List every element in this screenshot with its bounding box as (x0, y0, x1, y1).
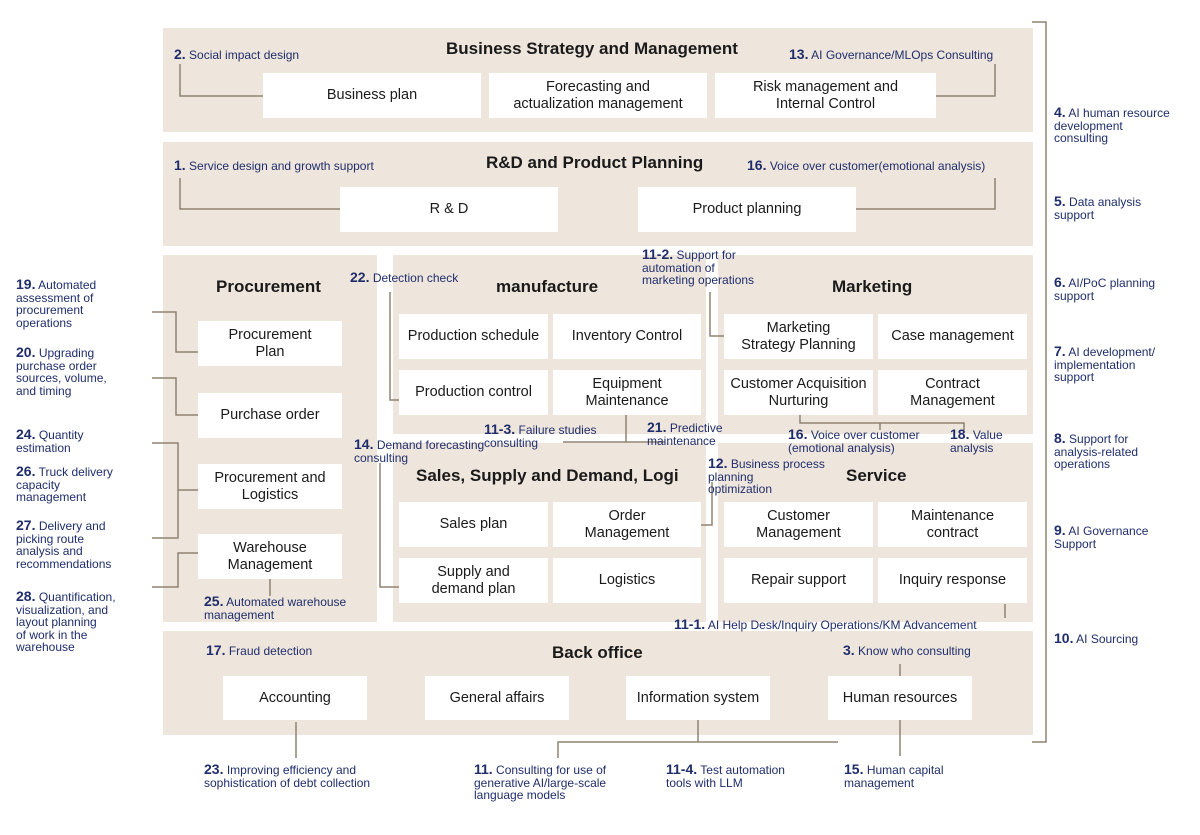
label-17: 17. Fraud detection (206, 642, 313, 658)
panel-title-rnd: R&D and Product Planning (486, 153, 704, 172)
label-16-marketing: 16. Voice over customer (emotional analy… (788, 426, 920, 455)
box-repair-support: Repair support (724, 558, 873, 603)
box-production-schedule: Production schedule (399, 314, 548, 359)
label-2: 2. Social impact design (174, 46, 300, 62)
label-5: 5. Data analysis support (1054, 193, 1142, 222)
label-13: 13. AI Governance/MLOps Consulting (789, 46, 994, 62)
label-4: 4. AI human resource development consult… (1054, 104, 1170, 145)
box-product-planning: Product planning (638, 187, 856, 232)
box-general-affairs: General affairs (425, 676, 569, 720)
label-25: 25. Automated warehouse management (204, 593, 347, 622)
box-human-resources: Human resources (828, 676, 972, 720)
box-case-management: Case management (878, 314, 1027, 359)
box-procurement-plan: Procurement Plan (198, 321, 342, 366)
box-procurement-logistics: Procurement and Logistics (198, 464, 342, 509)
box-information-system: Information system (626, 676, 770, 720)
label-11-2: 11-2. Support for automation of marketin… (642, 246, 755, 287)
box-customer-acquisition: Customer Acquisition Nurturing (724, 370, 873, 415)
box-contract-management: Contract Management (878, 370, 1027, 415)
box-maintenance-contract: Maintenance contract (878, 502, 1027, 547)
label-11-3: 11-3. Failure studies consulting (484, 421, 597, 450)
label-14: 14. Demand forecasting consulting (354, 436, 485, 465)
label-26: 26. Truck delivery capacity management (16, 463, 113, 504)
box-logistics: Logistics (553, 558, 701, 603)
box-supply-demand-plan: Supply and demand plan (399, 558, 548, 603)
label-23: 23. Improving efficiency and sophisticat… (204, 761, 371, 790)
box-purchase-order: Purchase order (198, 393, 342, 438)
label-3: 3. Know who consulting (843, 642, 971, 658)
box-forecasting: Forecasting and actualization management (489, 73, 707, 118)
label-9: 9. AI Governance Support (1054, 522, 1149, 551)
panel-title-manufacture: manufacture (496, 277, 599, 296)
box-inventory-control: Inventory Control (553, 314, 701, 359)
box-rnd: R & D (340, 187, 558, 232)
box-risk-management: Risk management and Internal Control (715, 73, 936, 118)
label-10: 10. AI Sourcing (1054, 630, 1139, 646)
label-11-1: 11-1. AI Help Desk/Inquiry Operations/KM… (674, 616, 977, 632)
panel-title-business-strategy: Business Strategy and Management (446, 39, 738, 58)
label-21: 21. Predictive maintenance (647, 419, 723, 448)
box-order-management: Order Management (553, 502, 701, 547)
label-18: 18. Value analysis (950, 426, 1003, 455)
box-customer-management: Customer Management (724, 502, 873, 547)
box-inquiry-response: Inquiry response (878, 558, 1027, 603)
label-22: 22. Detection check (350, 269, 459, 285)
box-sales-plan: Sales plan (399, 502, 548, 547)
box-accounting: Accounting (223, 676, 367, 720)
panel-title-back-office: Back office (552, 643, 643, 662)
box-marketing-strategy: Marketing Strategy Planning (724, 314, 873, 359)
label-7: 7. AI development/ implementation suppor… (1054, 343, 1156, 384)
label-16-rnd: 16. Voice over customer(emotional analys… (747, 157, 986, 173)
label-11-4: 11-4. Test automation tools with LLM (666, 761, 785, 790)
label-28: 28. Quantification, visualization, and l… (16, 588, 116, 654)
label-20: 20. Upgrading purchase order sources, vo… (16, 344, 107, 398)
box-equipment-maintenance: Equipment Maintenance (553, 370, 701, 415)
label-24: 24. Quantity estimation (16, 426, 84, 455)
box-business-plan: Business plan (263, 73, 481, 118)
label-15: 15. Human capital management (844, 761, 944, 790)
box-warehouse-management: Warehouse Management (198, 534, 342, 579)
panel-title-sales: Sales, Supply and Demand, Logi (416, 466, 679, 485)
label-6: 6. AI/PoC planning support (1054, 274, 1156, 303)
label-8: 8. Support for analysis-related operatio… (1054, 430, 1139, 471)
box-production-control: Production control (399, 370, 548, 415)
panel-title-service: Service (846, 466, 907, 485)
panel-title-procurement: Procurement (216, 277, 321, 296)
panel-title-marketing: Marketing (832, 277, 913, 296)
label-12: 12. Business process planning optimizati… (708, 455, 825, 496)
label-27: 27. Delivery and picking route analysis … (16, 517, 112, 571)
label-1: 1. Service design and growth support (174, 157, 374, 173)
label-19: 19. Automated assessment of procurement … (16, 276, 97, 330)
label-11: 11. Consulting for use of generative AI/… (474, 761, 607, 802)
